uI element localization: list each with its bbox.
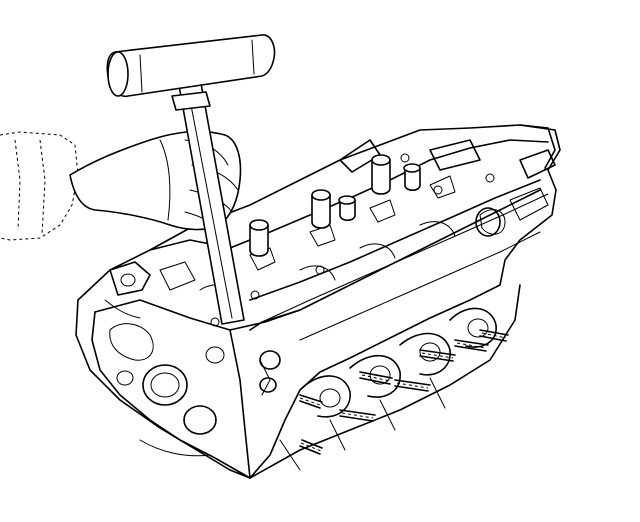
hammer-icon xyxy=(106,34,276,325)
cylinder-head-icon xyxy=(75,124,561,479)
valve-guide-icon xyxy=(249,154,421,257)
stud-bolt-icon xyxy=(299,329,509,455)
